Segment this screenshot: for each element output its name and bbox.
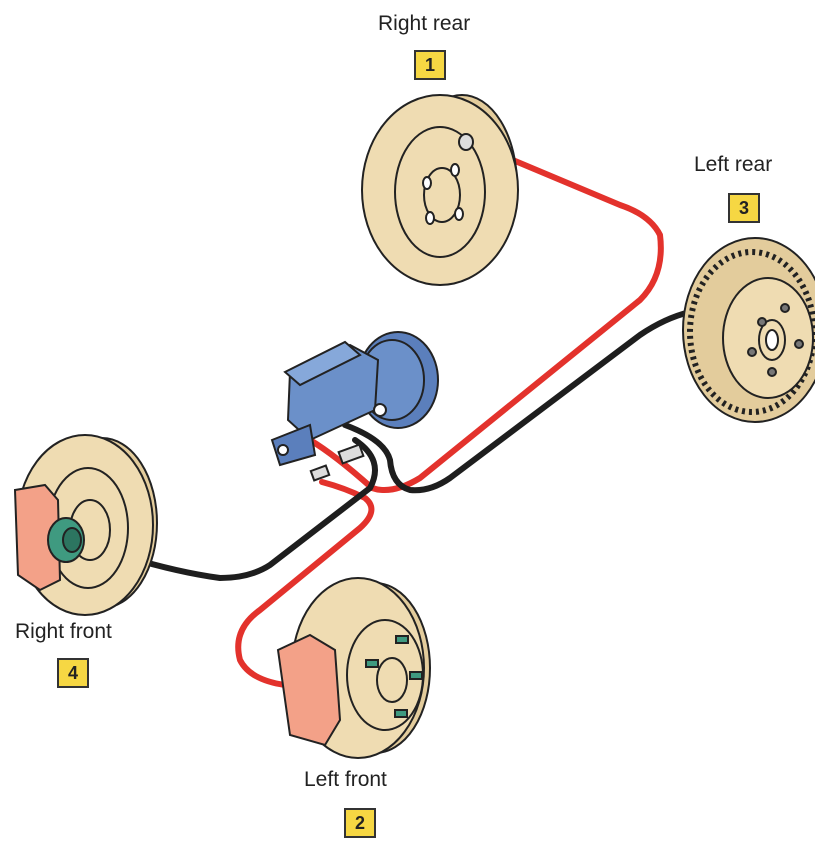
brake-line-left-rear bbox=[342, 309, 693, 494]
left-rear-number-badge: 3 bbox=[728, 193, 760, 223]
brake-line-right-rear bbox=[307, 139, 664, 493]
right-rear-label: Right rear bbox=[378, 12, 471, 35]
right-rear-drum bbox=[361, 94, 519, 286]
left-rear-drum bbox=[682, 237, 815, 423]
left-front-label: Left front bbox=[304, 768, 387, 791]
left-rear-label: Left rear bbox=[694, 153, 773, 176]
left-front-disc bbox=[276, 577, 431, 759]
right-front-disc bbox=[13, 434, 158, 616]
brake-line-left-front bbox=[235, 479, 375, 688]
left-front-number-badge: 2 bbox=[344, 808, 376, 838]
right-front-number-badge: 4 bbox=[57, 658, 89, 688]
master-cylinder bbox=[270, 331, 439, 482]
right-front-label: Right front bbox=[15, 620, 112, 643]
right-rear-number-badge: 1 bbox=[414, 50, 446, 80]
